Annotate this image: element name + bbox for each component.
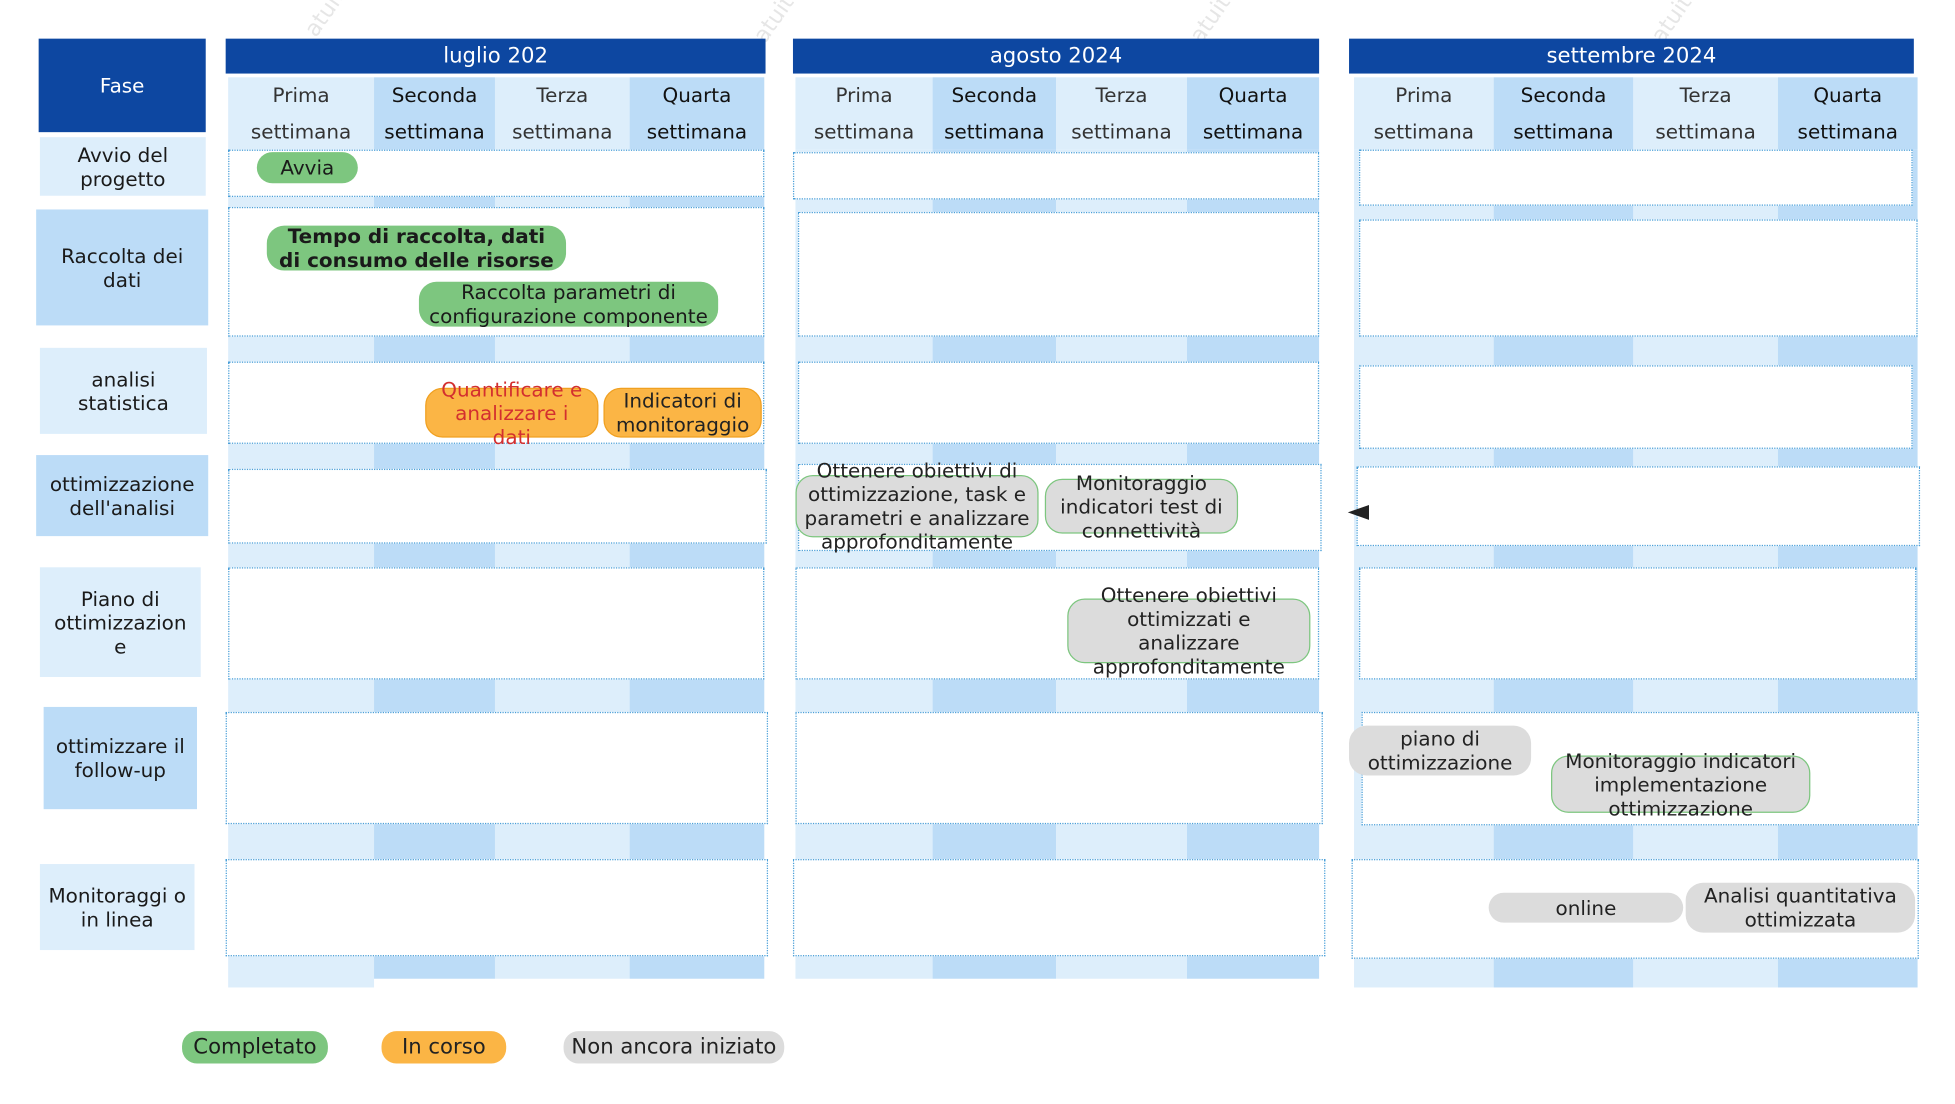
phase-avvio: Avvio del progetto: [39, 137, 206, 196]
task-online: online: [1488, 892, 1684, 923]
row-box: [797, 361, 1320, 444]
row-box: [1359, 365, 1913, 449]
phase-monitoraggio: Monitoraggi o in linea: [39, 864, 195, 951]
phase-piano: Piano di ottimizzazion e: [39, 567, 201, 678]
legend-in-progress: In corso: [381, 1031, 507, 1064]
phase-ottimizzazione-analisi: ottimizzazione dell'analisi: [36, 455, 209, 537]
task-raccolta-parametri: Raccolta parametri di configurazione com…: [418, 281, 719, 328]
task-ottenere-ottimizzati: Ottenere obiettivi ottimizzati e analizz…: [1067, 584, 1311, 678]
row-box: [1359, 149, 1913, 206]
task-quantificare: Quantificare e analizzare i dati: [425, 377, 599, 448]
phase-follow-up: ottimizzare il follow-up: [43, 706, 197, 810]
phase-analisi: analisi statistica: [39, 347, 207, 434]
task-ottenere-obiettivi: Ottenere obiettivi di ottimizzazione, ta…: [795, 459, 1039, 554]
row-box: [228, 468, 767, 544]
task-indicatori-monitoraggio: Indicatori di monitoraggio: [603, 387, 762, 438]
row-box: [792, 152, 1320, 200]
row-box: [225, 711, 769, 825]
row-box: [792, 859, 1326, 957]
row-box: [1359, 219, 1918, 337]
legend-done: Completato: [182, 1031, 328, 1064]
month-header-september: settembre 2024: [1349, 38, 1914, 74]
task-piano-ottimizzazione: piano di ottimizzazione: [1349, 725, 1532, 776]
month-header-august: agosto 2024: [792, 38, 1320, 74]
task-monitoraggio-test: Monitoraggio indicatori test di connetti…: [1044, 471, 1239, 542]
task-monitoraggio-implementazione: Monitoraggio indicatori implementazione …: [1551, 749, 1811, 820]
task-analisi-quantitativa: Analisi quantitativa ottimizzata: [1685, 882, 1916, 933]
row-box: [1359, 567, 1917, 680]
row-box: [797, 211, 1320, 337]
task-tempo-raccolta: Tempo di raccolta, dati di consumo delle…: [266, 224, 567, 272]
task-avvia: Avvia: [256, 152, 358, 184]
row-box: [228, 567, 765, 680]
month-header-july: luglio 202: [225, 38, 766, 74]
arrow-left-icon: [1347, 504, 1369, 520]
phase-raccolta: Raccolta dei dati: [36, 209, 209, 326]
row-box: [795, 711, 1323, 825]
row-box: [1356, 466, 1921, 547]
phase-header: Fase: [38, 38, 206, 133]
legend-not-started: Non ancora iniziato: [563, 1031, 785, 1064]
row-box: [225, 859, 769, 957]
watermark: atuit: [299, 0, 351, 42]
